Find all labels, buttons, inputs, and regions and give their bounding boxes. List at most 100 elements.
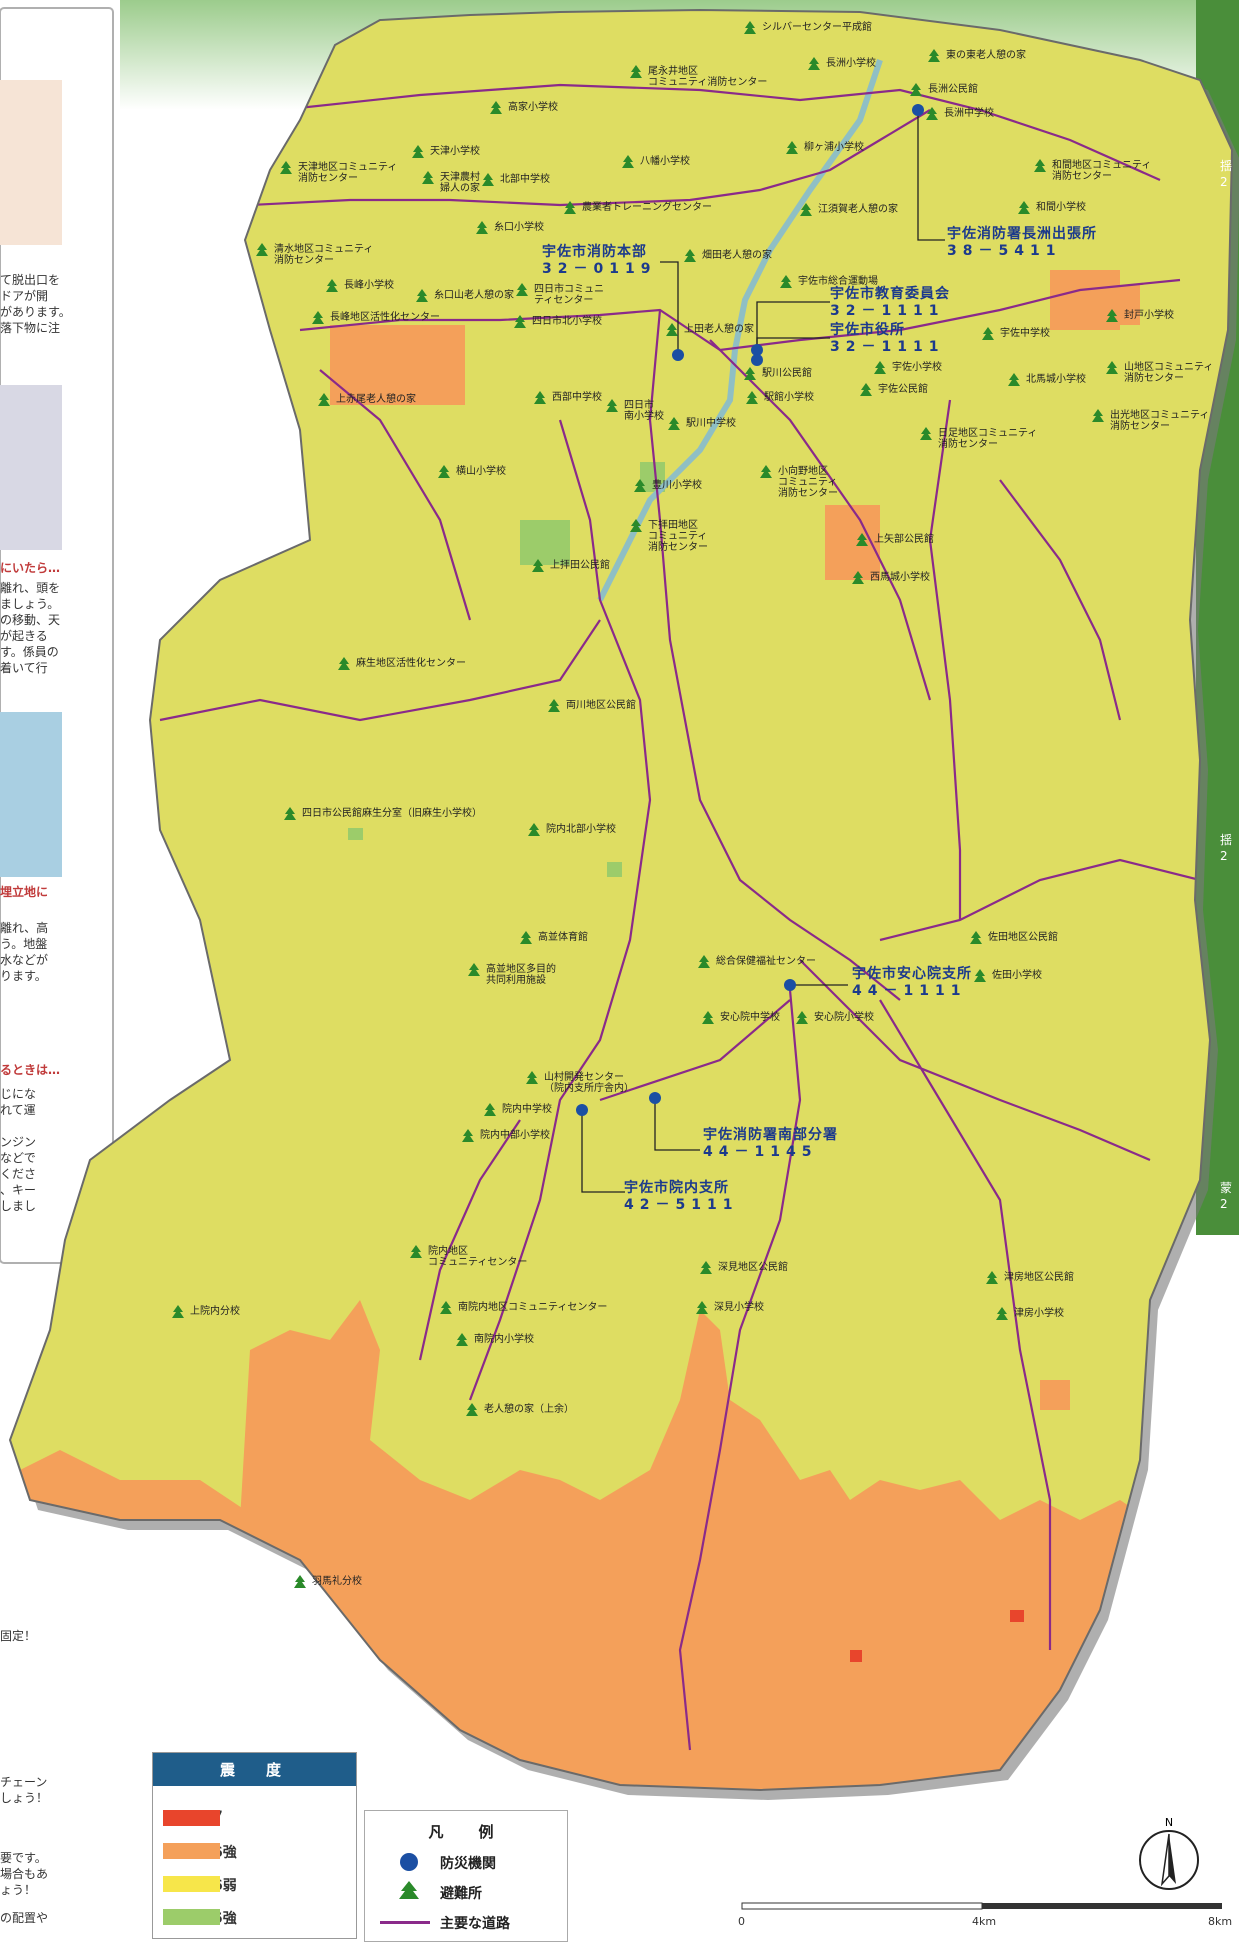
shelter-label: 総合保健福祉センター [716,956,816,967]
evacuation-shelter-icon [514,315,526,328]
shelter-label: 佐田地区公民館 [988,932,1058,943]
blue-dot-icon [751,344,763,356]
evacuation-shelter-icon [746,391,758,404]
intensity-row-6-weak: 6弱 [163,1875,237,1895]
shelter-label: 上赤尾老人憩の家 [336,394,416,405]
shelter-label: 深見小学校 [714,1302,764,1313]
evacuation-shelter-icon [974,969,986,982]
shelter-label: 深見地区公民館 [718,1262,788,1273]
evacuation-shelter-icon [438,465,450,478]
shelter-label: 和間小学校 [1036,202,1086,213]
evacuation-shelter-icon [982,327,994,340]
evacuation-shelter-icon [490,101,502,114]
evacuation-shelter-icon [520,931,532,944]
evacuation-shelter-icon [926,107,938,120]
shelter-label: 柳ヶ浦小学校 [804,142,864,153]
evacuation-shelter-icon [456,1333,468,1346]
illustration-fallen-items [0,385,62,550]
evacuation-shelter-icon [808,57,820,70]
legend-label: 防災機関 [440,1856,496,1872]
evacuation-shelter-icon [996,1307,1008,1320]
scale-bar [741,1902,1222,1910]
shelter-label: 上矢部公民館 [874,534,934,545]
evacuation-shelter-icon [874,361,886,374]
intensity-legend-title: 震 度 [153,1753,356,1786]
intensity-row-7: 7 [163,1809,223,1826]
shelter-label: 糸口山老人憩の家 [434,290,514,301]
institution-phone: 44－1145 [703,1144,818,1160]
shelter-label: 院内北部小学校 [546,824,616,835]
shelter-label: 江須賀老人憩の家 [818,204,898,215]
evacuation-shelter-icon [630,65,642,78]
evacuation-shelter-icon [796,1011,808,1024]
river [597,59,883,602]
shelter-label: 安心院中学校 [720,1012,780,1023]
evacuation-shelter-icon [548,699,560,712]
blue-dot-icon [576,1104,588,1116]
evacuation-shelter-icon [684,249,696,262]
shelter-label: 清水地区コミュニティ 消防センター [274,244,374,266]
shelter-label: 畑田老人憩の家 [702,250,772,261]
shelter-label: 高並地区多目的 共同利用施設 [486,964,556,986]
evacuation-shelter-icon [482,173,494,186]
swatch-7 [163,1810,220,1826]
institution-label-city-hall: 宇佐市役所 32－1111 [830,322,944,356]
shelter-label: 山地区コミュニティ 消防センター [1124,362,1214,384]
evacuation-shelter-icon [856,533,868,546]
institution-name: 宇佐市消防本部 [542,244,647,260]
evacuation-shelter-icon [606,399,618,412]
legend-label: 避難所 [440,1886,482,1902]
scale-label-8km: 8km [1208,1915,1233,1928]
evacuation-shelter-icon [852,571,864,584]
institution-phone: 42－5111 [624,1197,739,1213]
evacuation-shelter-icon [256,243,268,256]
left-panel-heading: 埋立地に [0,885,49,899]
legend-row-shelter: 避難所 [399,1881,482,1903]
shelter-label: 宇佐小学校 [892,362,942,373]
city-boundary [8,8,1234,1792]
shelter-label: 佐田小学校 [992,970,1042,981]
evacuation-shelter-icon [318,393,330,406]
shelter-label: 天津農村 婦人の家 [440,172,480,194]
shelter-label: 糸口小学校 [494,222,544,233]
legend-row-road: 主要な道路 [380,1913,510,1933]
scale-label-4km: 4km [972,1915,997,1928]
left-panel-text: じにな れて運 ンジン などで くださ 、キー しまし [0,1087,37,1213]
institution-leader-lines [581,112,945,1193]
evacuation-shelter-icon [666,323,678,336]
evacuation-shelter-icon [1008,373,1020,386]
institution-phone: 32－1111 [830,303,945,319]
evacuation-shelter-icon [172,1305,184,1318]
shelter-label: 長峰地区活性化センター [330,312,440,323]
institution-label-southern-fire-station: 宇佐消防署南部分署 44－1145 [703,1127,838,1161]
left-panel-text: の配置や [0,1911,49,1925]
shelter-label: 上拝田公民館 [550,560,610,571]
evacuation-shelter-icon [326,279,338,292]
evacuation-shelter-icon [910,83,922,96]
shelter-label: 上院内分校 [190,1306,240,1317]
illustration-waterfront [0,712,62,877]
intensity-7-areas [850,1610,1024,1662]
shelter-label: 西部中学校 [552,392,602,403]
left-panel-heading: にいたら… [0,561,61,575]
shelter-label: 駅川公民館 [762,368,812,379]
shelter-label: 北部中学校 [500,174,550,185]
evacuation-shelter-icon [622,155,634,168]
left-panel-text: 固定！ [0,1629,37,1643]
evacuation-shelter-icon [422,171,434,184]
shelter-label: 宇佐中学校 [1000,328,1050,339]
evacuation-shelter-icon [668,417,680,430]
shelter-label: 小向野地区 コミュニティ 消防センター [778,466,838,499]
evacuation-shelter-icon [630,519,642,532]
swatch-6-strong [163,1843,220,1859]
blue-dot-icon [912,104,924,116]
shelter-label: 和間地区コミュニティ 消防センター [1052,160,1152,182]
institution-name: 宇佐市教育委員会 [830,286,950,302]
shelter-label: 宇佐市総合運動場 [798,276,878,287]
left-panel-text: 離れ、頭を ましょう。 の移動、天 が起きる す。係員の 着いて行 [0,581,61,675]
shelter-label: 長洲公民館 [928,84,978,95]
shelter-label: 羽馬礼分校 [312,1576,362,1587]
evacuation-shelter-icon [484,1103,496,1116]
shelter-label: 津房小学校 [1014,1308,1064,1319]
symbol-legend-title: 凡 例 [428,1823,504,1841]
